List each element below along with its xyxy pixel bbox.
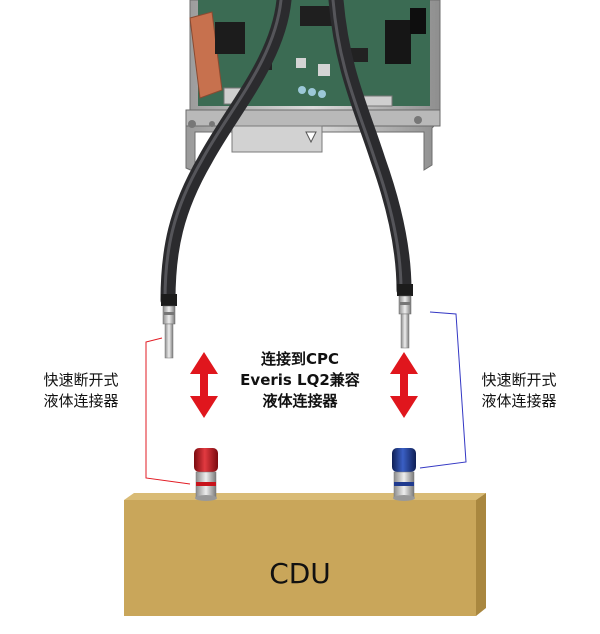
center-connector-label: 连接到CPC Everis LQ2兼容 液体连接器 [240,350,360,410]
right-hose [328,0,412,298]
right-bracket [419,311,467,469]
chip [385,20,411,64]
left-connector-label: 快速断开式 液体连接器 [43,371,119,410]
left-up-down-arrow-icon [190,352,218,418]
capacitor [298,86,306,94]
screw [188,120,196,128]
copper-cold-plate [189,11,223,99]
left-hose [160,0,292,308]
hoses [160,0,412,308]
right-up-down-arrow-icon [390,352,418,418]
server-tray [185,0,441,173]
cdu-top-face [124,493,486,500]
capacitor [308,88,316,96]
left-male-coupling [161,294,177,359]
chip [296,58,306,68]
left-hose-highlight [163,0,283,302]
chip [410,8,426,34]
right-connector-label: 快速断开式 液体连接器 [481,371,557,410]
cdu-box [124,493,486,616]
left-bracket [145,337,191,485]
screw [414,116,422,124]
red-female-coupling [194,448,218,501]
server-front-handle [231,125,323,153]
cdu-label: CDU [269,557,331,590]
latch-arrow-icon [305,131,317,144]
screw [209,121,215,127]
chip [215,22,245,54]
right-hose-highlight [331,0,403,292]
cdu-front-face [124,500,476,616]
right-male-coupling [397,284,413,349]
chip [318,64,330,76]
blue-female-coupling [392,448,416,501]
cdu-side-face [476,493,486,616]
capacitor [318,90,326,98]
